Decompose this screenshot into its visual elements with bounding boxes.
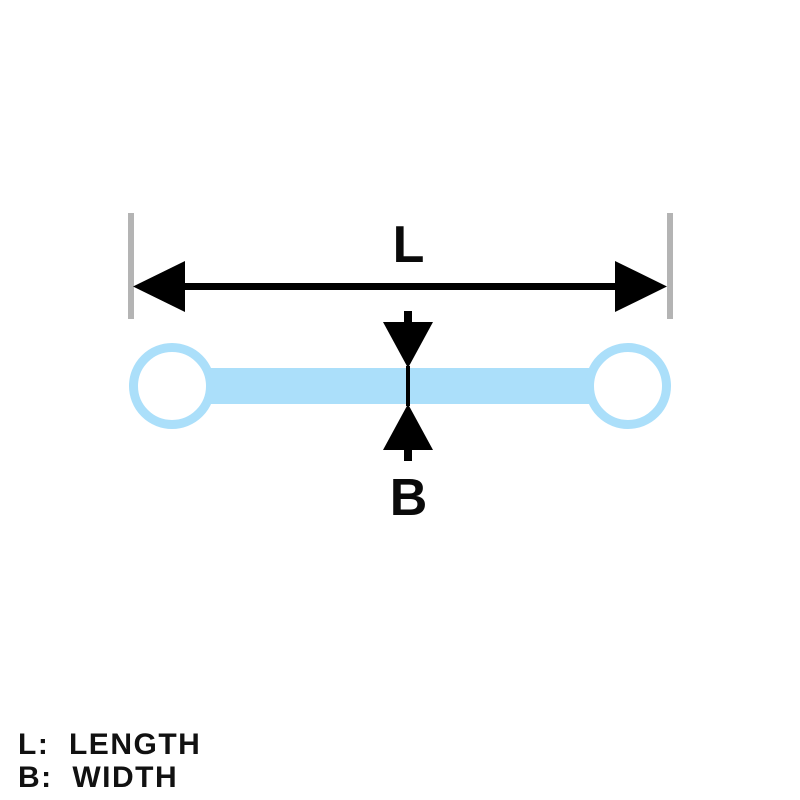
legend: L: LENGTH B: WIDTH	[18, 728, 201, 794]
length-dimension-arrow	[133, 261, 667, 312]
length-arrowhead-left	[133, 261, 185, 312]
length-dimension-line	[160, 283, 640, 290]
width-arrowhead-top	[383, 322, 433, 368]
length-label: L	[393, 216, 424, 274]
width-dimension-connector	[406, 366, 410, 406]
part-bar	[172, 368, 628, 404]
width-arrowhead-bottom	[383, 404, 433, 450]
part-circle-right	[585, 343, 671, 429]
width-dimension-tail-top	[404, 311, 412, 325]
extension-line-right	[667, 213, 673, 319]
legend-item-width: B: WIDTH	[18, 761, 178, 794]
width-dimension-arrow	[383, 311, 433, 461]
extension-line-left	[128, 213, 134, 319]
part-circle-left	[129, 343, 215, 429]
width-dimension-tail-bottom	[404, 447, 412, 461]
width-label: B	[390, 469, 427, 527]
legend-item-length: L: LENGTH	[18, 728, 201, 761]
part-dogbone	[129, 343, 671, 429]
length-arrowhead-right	[615, 261, 667, 312]
